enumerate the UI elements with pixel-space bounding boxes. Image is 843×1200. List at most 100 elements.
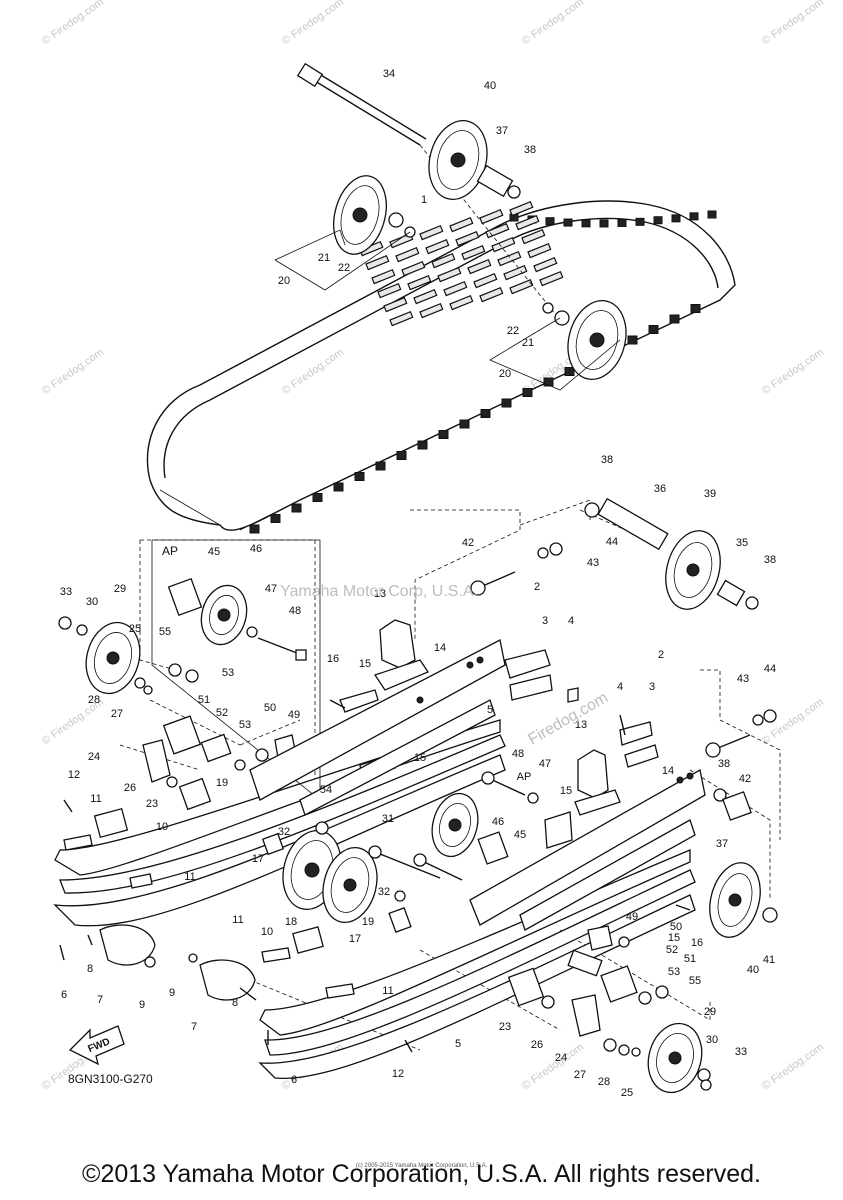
callout-38: 38: [601, 454, 613, 466]
callout-13: 13: [374, 588, 386, 600]
track-lug: [413, 288, 438, 305]
callout-44: 44: [764, 663, 776, 675]
callout-53: 53: [239, 719, 251, 731]
callout-45: 45: [208, 546, 220, 558]
track-lug: [491, 236, 516, 253]
watermark-firedog: © Firedog.com: [280, 346, 346, 397]
left-small-parts: [63, 739, 355, 1001]
track-lug: [449, 294, 474, 311]
track-tooth: [501, 398, 512, 408]
callout-10: 10: [156, 821, 168, 833]
callout-47: 47: [539, 758, 551, 770]
mid-wheel-assembly: [261, 821, 441, 933]
callout-51: 51: [684, 953, 696, 965]
callout-38: 38: [524, 144, 536, 156]
callout-15: 15: [359, 658, 371, 670]
callout-5: 5: [455, 1038, 461, 1050]
callout-55: 55: [159, 626, 171, 638]
track-tooth: [333, 482, 344, 492]
callout-21: 21: [318, 252, 330, 264]
track-lug: [407, 274, 432, 291]
track-lug: [503, 264, 528, 281]
track-teeth: [249, 210, 717, 534]
callout-33: 33: [60, 586, 72, 598]
track-lug: [443, 280, 468, 297]
track-tooth: [648, 325, 659, 334]
callout-9: 9: [139, 999, 145, 1011]
callout-43: 43: [737, 673, 749, 685]
track-lug: [371, 268, 396, 285]
callout-13: 13: [575, 719, 587, 731]
track-lugs: [359, 200, 564, 327]
idler-wheel-40: [428, 120, 488, 200]
watermark-firedog: © Firedog.com: [760, 0, 826, 47]
callout-2: 2: [658, 649, 664, 661]
callout-54: 54: [320, 784, 332, 796]
track-tooth: [653, 216, 663, 225]
callout-15: 15: [414, 752, 426, 764]
callout-18: 18: [285, 916, 297, 928]
callout-50: 50: [264, 702, 276, 714]
callout-52: 52: [216, 707, 228, 719]
track-tooth: [599, 219, 609, 228]
callout-25: 25: [129, 623, 141, 635]
watermark-yamaha: Yamaha Motor Corp, U.S.A.: [280, 583, 478, 600]
track-lug: [383, 296, 408, 313]
callout-33: 33: [735, 1046, 747, 1058]
callout-44: 44: [606, 536, 618, 548]
track-lug: [509, 278, 534, 295]
track-tooth: [480, 409, 491, 418]
track-lug: [395, 246, 420, 263]
track-lug: [473, 272, 498, 289]
callout-36: 36: [654, 483, 666, 495]
callout-30: 30: [86, 596, 98, 608]
callout-6: 6: [291, 1074, 297, 1086]
track-lug: [533, 256, 558, 273]
callout-37: 37: [716, 838, 728, 850]
track-tooth: [270, 514, 281, 523]
callout-4: 4: [568, 615, 574, 627]
track-tooth: [417, 440, 428, 450]
callout-46: 46: [492, 816, 504, 828]
watermark-firedog: © Firedog.com: [40, 346, 106, 397]
callout-15: 15: [668, 932, 680, 944]
track-tooth: [543, 377, 554, 387]
watermark-firedog: © Firedog.com: [40, 0, 106, 47]
callout-43: 43: [587, 557, 599, 569]
callout-46: 46: [250, 543, 262, 555]
callout-39: 39: [704, 488, 716, 500]
callout-9: 9: [169, 987, 175, 999]
callout-28: 28: [88, 694, 100, 706]
callout-16: 16: [327, 653, 339, 665]
callout-22: 22: [338, 262, 350, 274]
track-lug: [401, 260, 426, 277]
track-lug: [365, 254, 390, 271]
callout-11: 11: [232, 914, 243, 926]
callout-5: 5: [487, 704, 493, 716]
track-lug: [389, 310, 414, 327]
callout-25: 25: [621, 1087, 633, 1099]
track-lug: [461, 244, 486, 261]
track-lug: [527, 242, 552, 259]
callout-3: 3: [649, 681, 655, 693]
track-tooth: [249, 524, 260, 534]
callout-27: 27: [574, 1069, 586, 1081]
track-lug: [419, 302, 444, 319]
callout-50: 50: [670, 921, 682, 933]
callout-14: 14: [434, 642, 446, 654]
callout-48: 48: [512, 748, 524, 760]
track-tooth: [312, 493, 323, 502]
track-tooth: [375, 461, 386, 471]
track-tooth: [396, 451, 407, 460]
watermark-firedog: © Firedog.com: [280, 0, 346, 47]
callout-35: 35: [736, 537, 748, 549]
fasteners: [59, 699, 691, 1053]
tiny-note: (c) 2005-2015 Yamaha Motor Corporation, …: [355, 1163, 488, 1169]
track-tooth: [459, 419, 470, 429]
callout-42: 42: [462, 537, 474, 549]
track-tooth: [563, 218, 573, 227]
track-tooth: [627, 335, 638, 345]
callout-26: 26: [531, 1039, 543, 1051]
